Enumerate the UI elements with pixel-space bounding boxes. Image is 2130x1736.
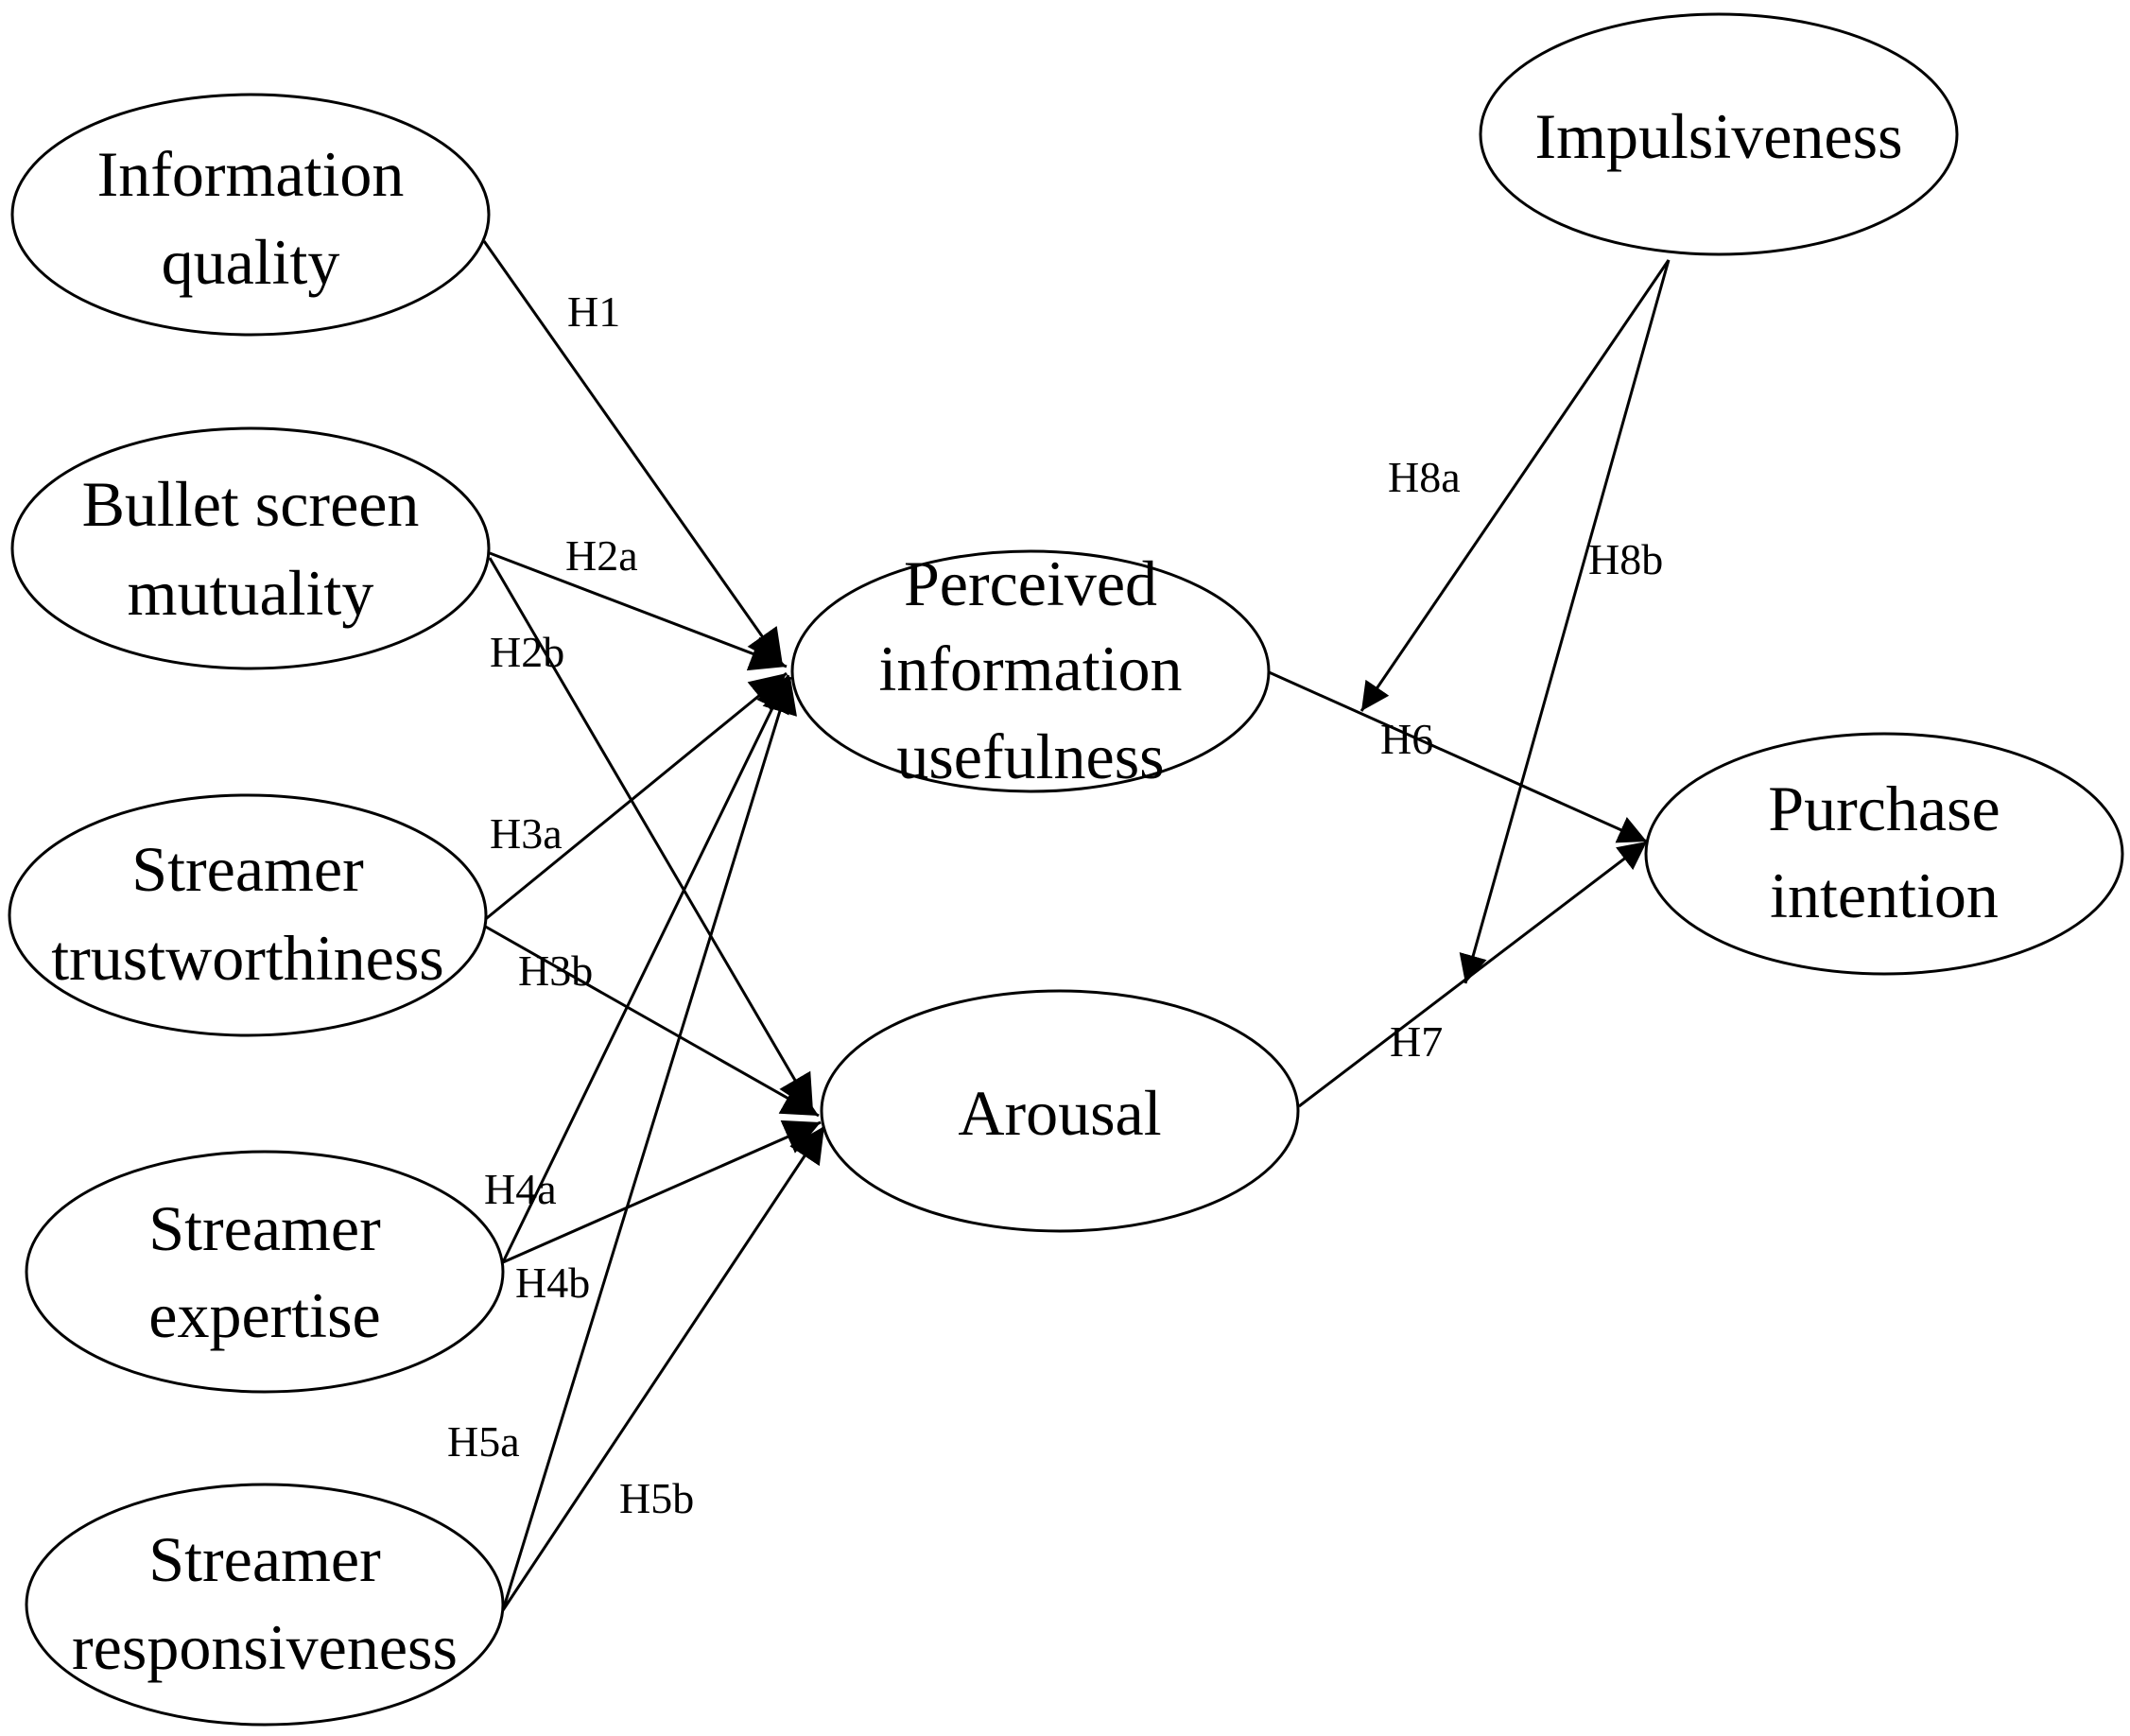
svg-text:usefulness: usefulness — [896, 720, 1164, 792]
node-bullet-screen-mutuality: Bullet screen mutuality — [10, 426, 491, 670]
edge-h5b — [501, 1125, 826, 1611]
svg-text:Streamer: Streamer — [148, 1192, 381, 1264]
node-arousal: Arousal — [820, 989, 1300, 1233]
edge-h2b — [488, 557, 815, 1112]
edges — [481, 240, 1671, 1611]
label-h1: H1 — [567, 287, 620, 336]
nodes: Information quality Bullet screen mutual… — [8, 12, 2124, 1727]
svg-text:expertise: expertise — [148, 1279, 380, 1351]
node-purchase-intention: Purchase intention — [1644, 732, 2124, 976]
svg-text:information: information — [878, 633, 1182, 704]
node-impulsiveness: Impulsiveness — [1479, 12, 1959, 256]
svg-text:Streamer: Streamer — [131, 833, 364, 905]
svg-text:Arousal: Arousal — [958, 1077, 1161, 1149]
svg-text:Purchase: Purchase — [1768, 773, 2000, 844]
svg-text:trustworthiness: trustworthiness — [51, 922, 444, 994]
label-h4b: H4b — [515, 1259, 590, 1307]
svg-text:quality: quality — [162, 226, 340, 298]
node-information-quality: Information quality — [10, 93, 491, 337]
edge-h4b — [502, 1120, 822, 1264]
edge-h8a — [1359, 259, 1671, 712]
label-h7: H7 — [1390, 1017, 1443, 1066]
edge-h8b — [1459, 259, 1671, 984]
node-streamer-expertise: Streamer expertise — [25, 1150, 505, 1394]
edge-h7 — [1298, 840, 1648, 1108]
edge-h5a — [501, 676, 797, 1611]
edge-h1 — [482, 240, 785, 667]
svg-text:Perceived: Perceived — [904, 547, 1157, 619]
edge-h3a — [481, 671, 788, 924]
label-h5a: H5a — [447, 1417, 520, 1466]
edge-h6 — [1266, 669, 1648, 843]
edge-h4a — [501, 674, 790, 1263]
node-text-information-quality: Information — [97, 138, 405, 210]
label-h2b: H2b — [490, 628, 564, 676]
svg-text:mutuality: mutuality — [128, 557, 374, 629]
svg-text:Impulsiveness: Impulsiveness — [1534, 100, 1902, 172]
edge-h2a — [489, 551, 788, 671]
svg-text:intention: intention — [1770, 859, 1999, 931]
label-h6: H6 — [1380, 715, 1433, 763]
node-streamer-responsiveness: Streamer responsiveness — [25, 1483, 505, 1727]
svg-text:Bullet screen: Bullet screen — [82, 468, 420, 540]
label-h8b: H8b — [1588, 535, 1663, 583]
svg-text:responsiveness: responsiveness — [72, 1611, 458, 1683]
node-perceived-information-usefulness: Perceived information usefulness — [790, 547, 1271, 793]
label-h8a: H8a — [1388, 453, 1461, 501]
svg-text:Streamer: Streamer — [148, 1523, 381, 1595]
edge-labels: H1 H2a H2b H3a H3b H4a H4b H5a H5b H6 H7… — [447, 287, 1663, 1522]
label-h3b: H3b — [518, 946, 593, 995]
label-h3a: H3a — [490, 809, 563, 858]
label-h2a: H2a — [565, 531, 638, 580]
edge-h3b — [481, 923, 820, 1118]
node-streamer-trustworthiness: Streamer trustworthiness — [8, 793, 488, 1037]
label-h5b: H5b — [619, 1474, 694, 1522]
label-h4a: H4a — [484, 1165, 557, 1213]
